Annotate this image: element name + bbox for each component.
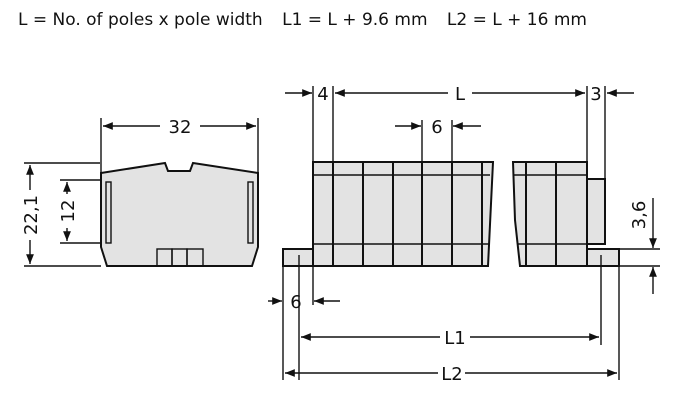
inner-height-dimension: 12	[58, 200, 79, 223]
l-definition: L = No. of poles x pole width	[18, 10, 263, 30]
pitch-dimension: 6	[431, 117, 442, 138]
l2-dimension: L2	[441, 364, 462, 385]
right-end-dimension: 3	[590, 84, 601, 105]
length-dimension: L	[455, 84, 465, 105]
side-view: 32 22,1 12	[21, 117, 259, 267]
flange-height-dimension: 3,6	[629, 201, 650, 230]
flange-dimension: 6	[290, 292, 301, 313]
l1-definition: L1 = L + 9.6 mm	[282, 10, 428, 30]
width-dimension: 32	[169, 117, 192, 138]
height-dimension: 22,1	[21, 195, 42, 235]
front-view: 4 L 3 6 6 L1 L2 3,6	[268, 84, 660, 385]
left-end-dimension: 4	[317, 84, 328, 105]
l1-dimension: L1	[444, 328, 465, 349]
l2-definition: L2 = L + 16 mm	[446, 10, 587, 30]
formula-legend: L = No. of poles x pole width L1 = L + 9…	[18, 10, 601, 30]
